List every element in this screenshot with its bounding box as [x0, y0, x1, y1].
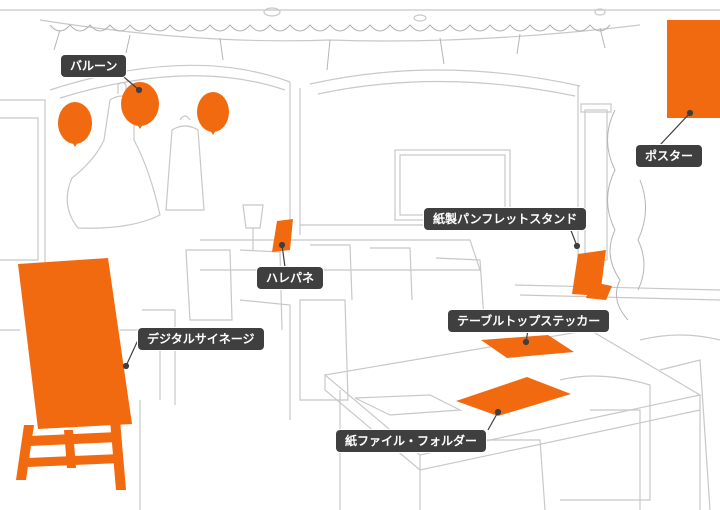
table-sticker-label: テーブルトップステッカー	[448, 310, 609, 332]
poster-label: ポスター	[636, 145, 702, 167]
digital-signage-board	[16, 258, 132, 490]
balloon-label: バルーン	[61, 55, 126, 77]
pamphlet-stand-label: 紙製パンフレットスタンド	[424, 208, 586, 230]
balloon-right	[197, 92, 229, 135]
pamphlet-stand-shape	[572, 250, 612, 300]
harepane-label: ハレパネ	[257, 267, 323, 289]
poster-panel	[667, 20, 720, 118]
table-sticker-shape	[481, 335, 574, 358]
paper-folder-shape	[456, 377, 571, 416]
digital-signage-label: デジタルサイネージ	[138, 328, 264, 350]
paper-folder-label: 紙ファイル・フォルダー	[336, 430, 486, 452]
balloon-left	[58, 102, 92, 147]
product-highlights	[16, 20, 720, 490]
